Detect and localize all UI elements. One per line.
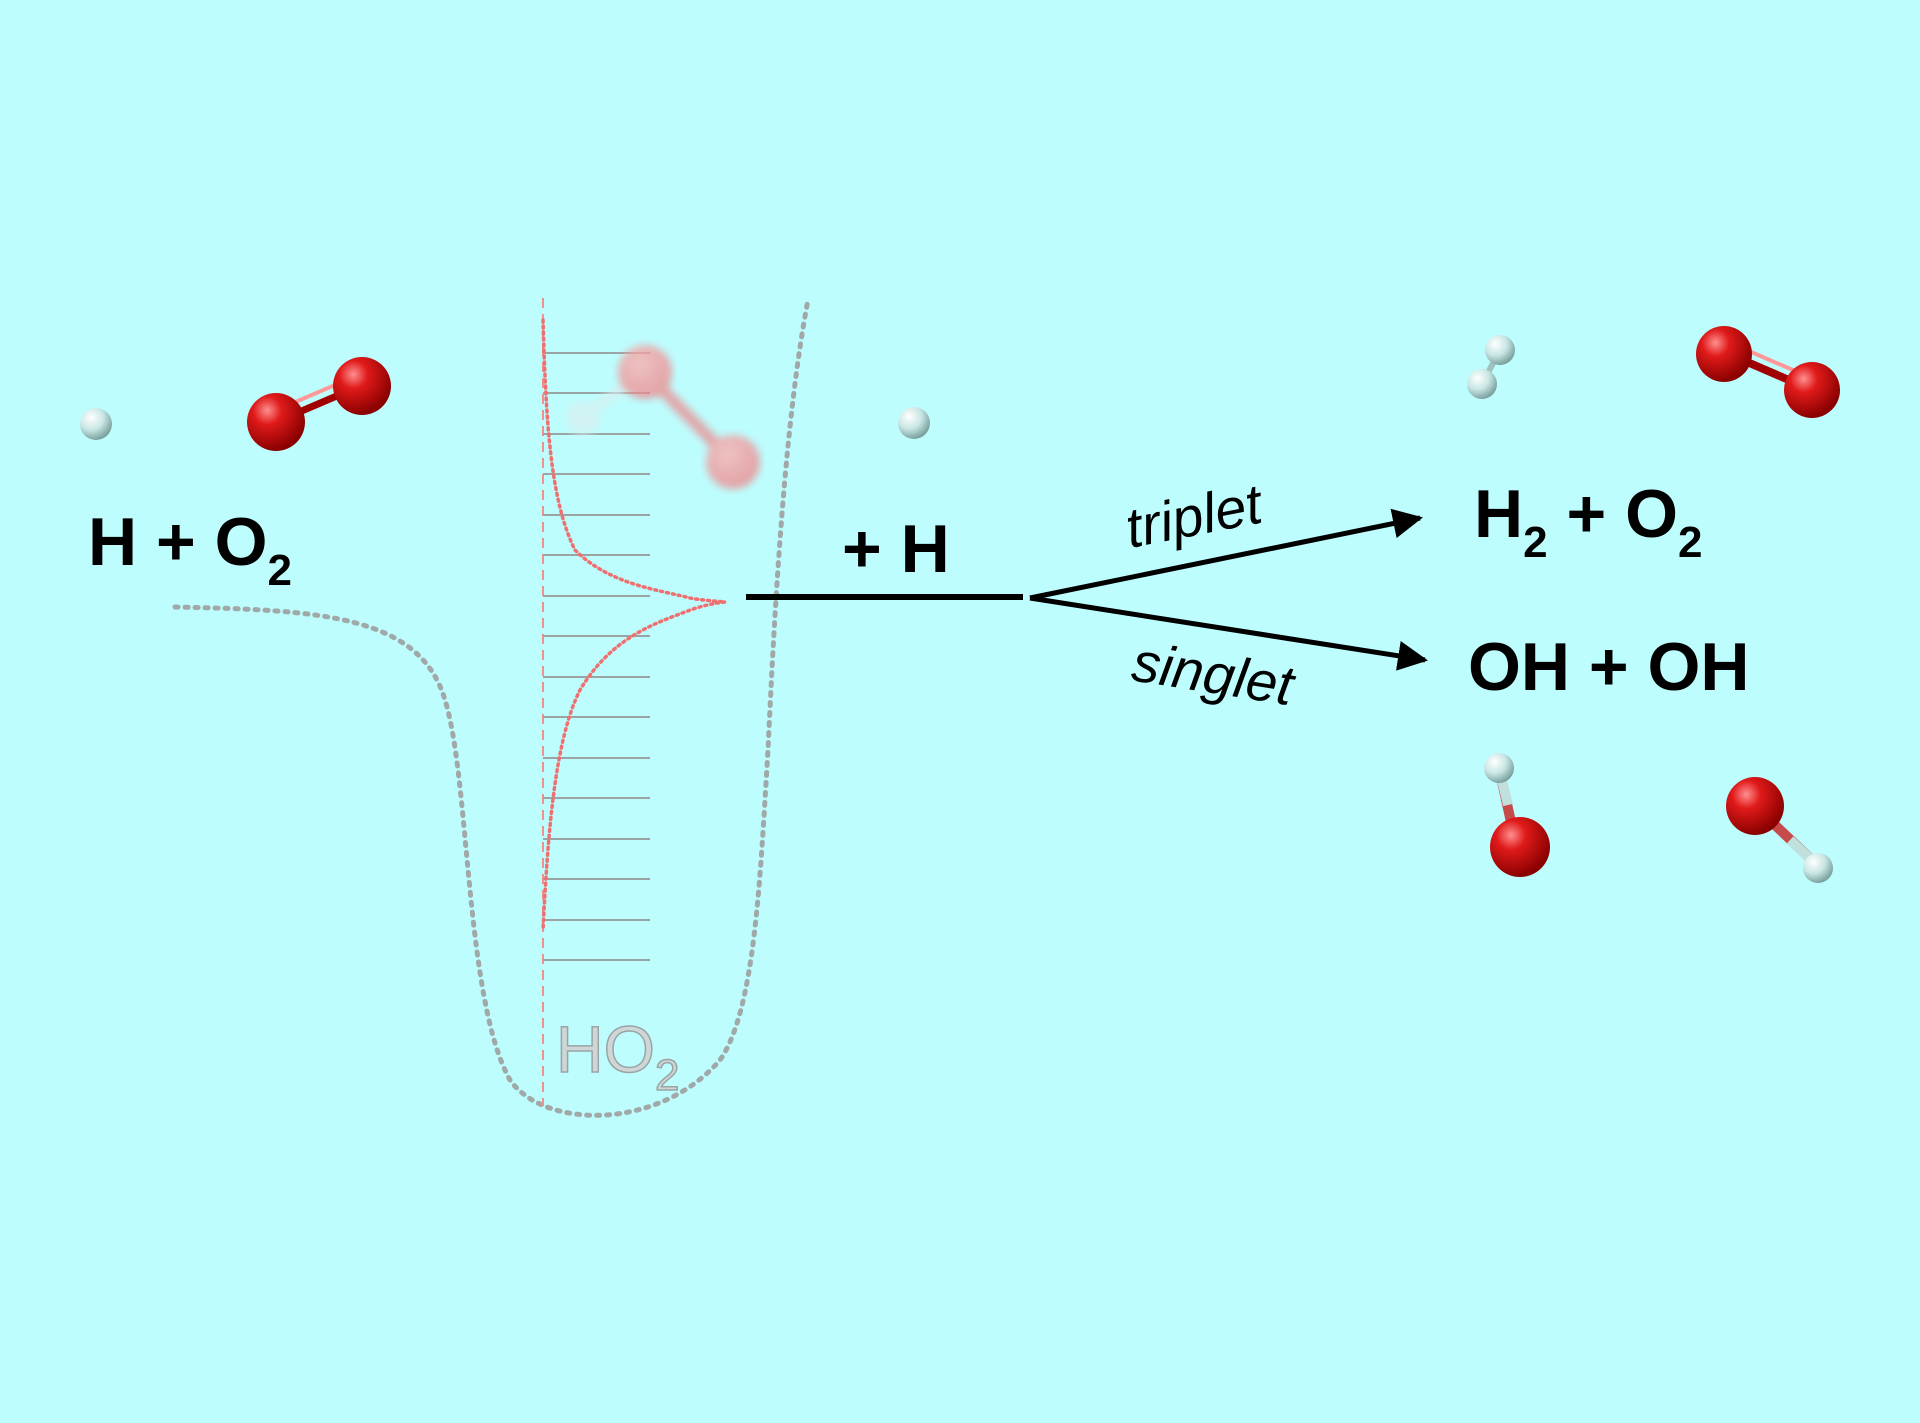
oh-molecule-2 <box>1726 777 1833 883</box>
h-atom <box>80 408 112 440</box>
product-o2-molecule <box>1696 326 1840 418</box>
triplet-arrow <box>1029 508 1423 601</box>
triplet-label: triplet <box>1120 471 1269 559</box>
reactant-molecules <box>80 357 391 451</box>
singlet-arrow <box>1029 595 1428 671</box>
ho2-molecule-ghost <box>566 345 760 489</box>
potential-curve <box>172 297 811 1118</box>
incoming-h-atom <box>898 407 930 439</box>
well-label: HO2 <box>556 1012 680 1100</box>
product-h2-o2-label: H2 + O2 <box>1474 476 1702 567</box>
vibrational-levels <box>543 352 650 961</box>
plus-h-label: + H <box>842 511 950 587</box>
wavefunction-curve <box>541 318 726 932</box>
o2-molecule <box>247 357 391 451</box>
reactant-label: H + O2 <box>88 504 292 595</box>
singlet-label: singlet <box>1128 630 1300 718</box>
product-oh-oh-label: OH + OH <box>1468 629 1750 705</box>
oh-molecule-1 <box>1484 753 1550 877</box>
h2-molecule <box>1467 335 1515 399</box>
